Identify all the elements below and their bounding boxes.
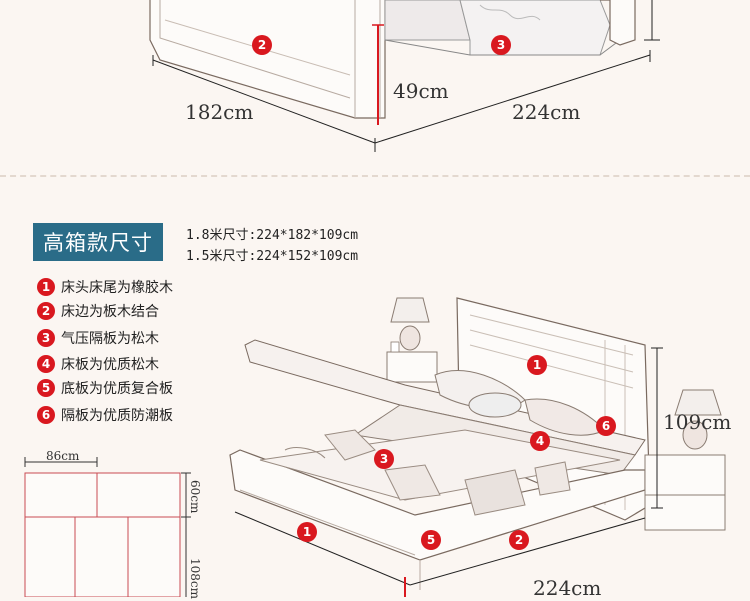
bed-marker-4: 4 — [530, 431, 550, 451]
feature-item-1: 1 床头床尾为橡胶木 — [37, 277, 173, 297]
feature-item-2: 2 床边为板木结合 — [37, 301, 159, 321]
bed-marker-5: 5 — [421, 530, 441, 550]
top-marker-2: 2 — [252, 35, 272, 55]
top-height-label: 49cm — [393, 79, 449, 103]
feature-text: 底板为优质复合板 — [61, 381, 173, 397]
cabinet-diagram: 86cm 60cm 108cm — [0, 440, 220, 600]
cabinet-lower-height-label: 108cm — [188, 558, 202, 600]
bed-marker-2: 2 — [509, 530, 529, 550]
feature-number: 3 — [37, 329, 55, 347]
feature-text: 床头床尾为橡胶木 — [61, 280, 173, 296]
feature-number: 6 — [37, 406, 55, 424]
feature-text: 隔板为优质防潮板 — [61, 408, 173, 424]
feature-item-5: 5 底板为优质复合板 — [37, 378, 173, 398]
headboard-height-label: 109cm — [663, 410, 732, 434]
feature-text: 床板为优质松木 — [61, 357, 159, 373]
feature-item-4: 4 床板为优质松木 — [37, 354, 159, 374]
feature-item-6: 6 隔板为优质防潮板 — [37, 405, 173, 425]
feature-number: 2 — [37, 302, 55, 320]
cabinet-width-label: 86cm — [46, 449, 80, 463]
top-length-label: 224cm — [512, 100, 581, 124]
size-line-2: 1.5米尺寸:224*152*109cm — [186, 249, 359, 264]
size-line-1: 1.8米尺寸:224*182*109cm — [186, 228, 359, 243]
feature-item-3: 3 气压隔板为松木 — [37, 328, 159, 348]
feature-text: 气压隔板为松木 — [61, 331, 159, 347]
section-title: 高箱款尺寸 — [33, 223, 163, 261]
cabinet-upper-height-label: 60cm — [188, 480, 202, 514]
bed-marker-3: 3 — [374, 449, 394, 469]
feature-number: 5 — [37, 379, 55, 397]
bed-marker-1-frame: 1 — [297, 522, 317, 542]
cabinet-drawing — [24, 457, 191, 598]
bed-illustration: 1 6 4 3 1 5 2 109cm 224cm — [225, 290, 750, 600]
bed-marker-6: 6 — [596, 416, 616, 436]
section-divider — [0, 175, 750, 177]
feature-number: 4 — [37, 355, 55, 373]
feature-number: 1 — [37, 278, 55, 296]
bed-drawing — [229, 297, 726, 597]
top-marker-3: 3 — [491, 35, 511, 55]
bed-length-label: 224cm — [533, 576, 602, 600]
feature-text: 床边为板木结合 — [61, 304, 159, 320]
top-width-label: 182cm — [185, 100, 254, 124]
top-bed-drawing — [149, 0, 660, 152]
top-bed-sketch: 2 3 182cm 224cm 49cm — [0, 0, 750, 160]
bed-marker-1-headboard: 1 — [527, 355, 547, 375]
